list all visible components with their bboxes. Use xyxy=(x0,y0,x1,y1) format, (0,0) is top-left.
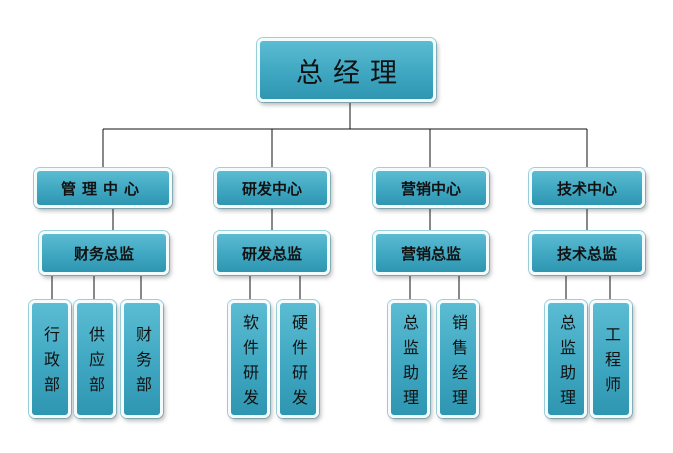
director-node-finance: 财务总监 xyxy=(39,231,169,275)
unit-node-software-dev: 软件研发 xyxy=(228,300,270,418)
unit-node-admin-dept: 行政部 xyxy=(29,300,71,418)
unit-node-engineer: 工程师 xyxy=(590,300,632,418)
director-node-technology: 技术总监 xyxy=(529,231,645,275)
center-node-technology: 技术中心 xyxy=(529,168,645,208)
center-node-marketing: 营销中心 xyxy=(373,168,489,208)
unit-node-director-assistant-marketing: 总监助理 xyxy=(388,300,430,418)
director-node-marketing: 营销总监 xyxy=(373,231,489,275)
center-node-rnd: 研发中心 xyxy=(214,168,330,208)
unit-node-director-assistant-tech: 总监助理 xyxy=(545,300,587,418)
center-node-management: 管理中心 xyxy=(34,168,172,208)
root-node-general-manager: 总经理 xyxy=(257,38,436,102)
unit-node-sales-manager: 销售经理 xyxy=(437,300,479,418)
unit-node-supply-dept: 供应部 xyxy=(74,300,116,418)
director-node-rnd: 研发总监 xyxy=(214,231,330,275)
unit-node-hardware-dev: 硬件研发 xyxy=(277,300,319,418)
unit-node-finance-dept: 财务部 xyxy=(121,300,163,418)
